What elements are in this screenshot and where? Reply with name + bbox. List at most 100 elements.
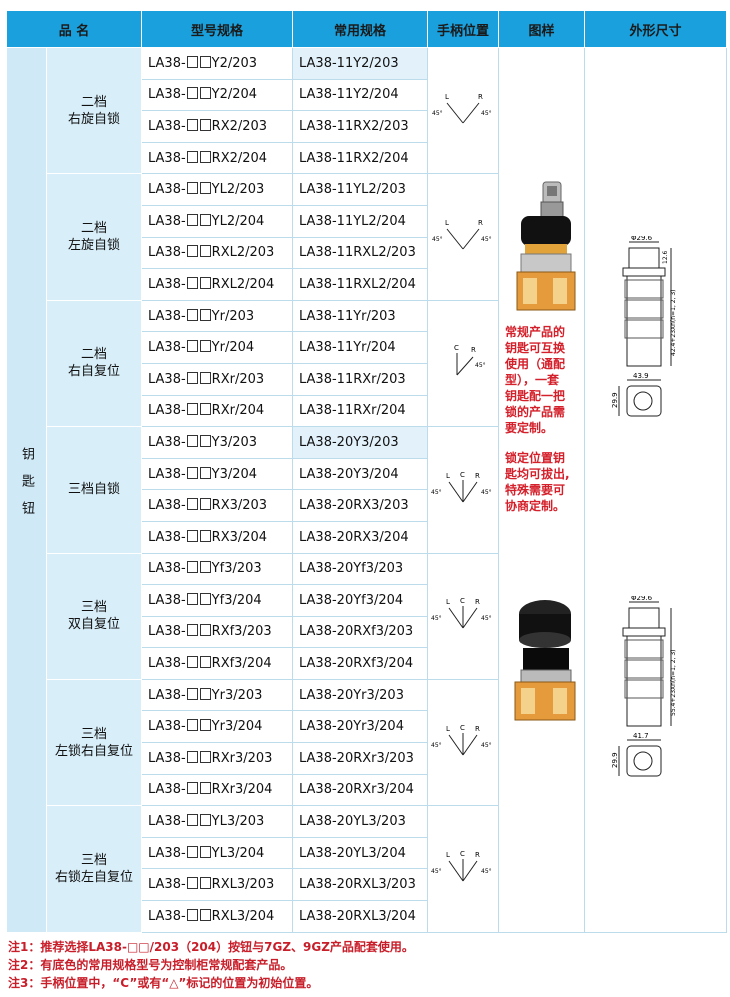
note-line: 钥匙可互换	[505, 341, 566, 355]
table-header-row: 品 名 型号规格 常用规格 手柄位置 图样 外形尺寸	[6, 10, 727, 48]
model-cell: LA38- Y3/204	[141, 457, 293, 491]
model-suffix: RXL2/204	[211, 276, 275, 292]
footnotes: 注1：推荐选择LA38-□□/203（204）按钮与7GZ、9GZ产品配套使用。…	[8, 938, 723, 992]
model-cell: LA38-Yr3/204	[141, 710, 293, 744]
model-prefix: LA38-	[148, 434, 186, 450]
model-cell: LA38-RXr/203	[141, 362, 293, 396]
placeholder-box	[186, 403, 198, 416]
dimension-drawing: Φ29.642.4+23Xn(n=1, 2, 3)43.929.912.6	[611, 236, 677, 417]
header-img: 图样	[498, 10, 585, 48]
std-cell: LA38-20RXf3/203	[292, 615, 428, 649]
model-suffix: Y2/203	[211, 55, 258, 71]
svg-text:45°: 45°	[432, 110, 443, 117]
group-cell: 三档双自复位	[46, 552, 142, 680]
std-cell: LA38-20YL3/203	[292, 805, 428, 838]
group-cell: 三档左锁右自复位	[46, 678, 142, 807]
svg-text:L: L	[446, 598, 450, 606]
svg-text:L: L	[446, 472, 450, 480]
model-prefix: LA38-	[148, 624, 186, 640]
model-suffix: Yr/203	[211, 308, 255, 324]
svg-text:R: R	[475, 725, 480, 733]
model-cell: LA38-RXL2/204	[141, 268, 293, 301]
placeholder-box	[186, 213, 198, 226]
placeholder-box	[199, 592, 211, 605]
svg-text:42.4+23Xn(n=1, 2, 3): 42.4+23Xn(n=1, 2, 3)	[670, 289, 677, 356]
group-subtitle: 右旋自锁	[67, 111, 120, 127]
note-line: 型），一套	[505, 373, 560, 387]
placeholder-box	[199, 719, 211, 732]
model-suffix: YL3/203	[211, 814, 265, 830]
placeholder-box	[199, 434, 211, 447]
model-suffix: RX3/203	[211, 498, 268, 514]
svg-text:L: L	[446, 725, 450, 733]
model-prefix: LA38-	[148, 877, 186, 893]
placeholder-box	[199, 308, 211, 321]
label-l: L	[445, 219, 449, 227]
interchange-note: 常规产品的钥匙可互换使用（通配型），一套钥匙配一把锁的产品需要定制。	[505, 324, 565, 436]
placeholder-box	[199, 55, 211, 68]
svg-text:R: R	[475, 598, 480, 606]
model-prefix: LA38-	[148, 656, 186, 672]
placeholder-box	[199, 908, 211, 921]
model-prefix: LA38-	[148, 529, 186, 545]
label-l: L	[445, 93, 449, 101]
placeholder-box	[186, 340, 198, 353]
model-prefix: LA38-	[148, 782, 186, 798]
placeholder-box	[199, 245, 211, 258]
placeholder-box	[186, 466, 198, 479]
svg-text:Φ29.6: Φ29.6	[631, 596, 653, 602]
svg-text:41.7: 41.7	[633, 732, 649, 740]
std-cell: LA38-11Y2/203	[292, 47, 428, 80]
svg-text:45°: 45°	[481, 615, 492, 622]
model-prefix: LA38-	[148, 340, 186, 356]
model-cell: LA38-RXf3/204	[141, 647, 293, 680]
svg-text:C: C	[460, 850, 465, 858]
group-title: 三档自锁	[67, 482, 120, 498]
model-suffix: Yr3/204	[211, 719, 263, 735]
model-prefix: LA38-	[148, 55, 186, 71]
label-r: R	[478, 219, 483, 227]
svg-text:45°: 45°	[481, 489, 492, 496]
model-cell: LA38-RX2/204	[141, 141, 293, 175]
svg-text:C: C	[460, 471, 465, 479]
placeholder-box	[186, 498, 198, 511]
group-title: 三档	[80, 726, 107, 742]
model-cell: LA38-YL3/204	[141, 836, 293, 870]
std-cell: LA38-11RX2/204	[292, 141, 428, 175]
group-title: 三档	[80, 852, 107, 868]
std-cell: LA38-20Yr3/203	[292, 678, 428, 712]
note-line: 使用（通配	[505, 357, 566, 371]
model-suffix: Yr3/203	[211, 687, 263, 703]
group-title: 二档	[80, 221, 107, 237]
model-prefix: LA38-	[148, 466, 186, 482]
placeholder-box	[199, 624, 211, 637]
spec-table: 品 名 型号规格 常用规格 手柄位置 图样 外形尺寸 钥匙钮 二档 右旋自锁 LA38…	[6, 10, 727, 933]
std-cell: LA38-20Y3/203	[292, 426, 428, 459]
category-cell: 钥匙钮	[6, 47, 47, 933]
model-suffix: RX2/204	[211, 150, 268, 166]
placeholder-box	[199, 150, 211, 163]
svg-text:45°: 45°	[481, 236, 492, 243]
placeholder-box	[199, 877, 211, 890]
placeholder-box	[199, 782, 211, 795]
model-cell: LA38-YL2/204	[141, 204, 293, 238]
model-suffix: Y3/204	[211, 466, 258, 482]
placeholder-box	[186, 814, 198, 827]
placeholder-box	[199, 466, 211, 479]
placeholder-box	[186, 182, 198, 195]
std-cell: LA38-20Yf3/203	[292, 552, 428, 586]
placeholder-box	[186, 656, 198, 669]
